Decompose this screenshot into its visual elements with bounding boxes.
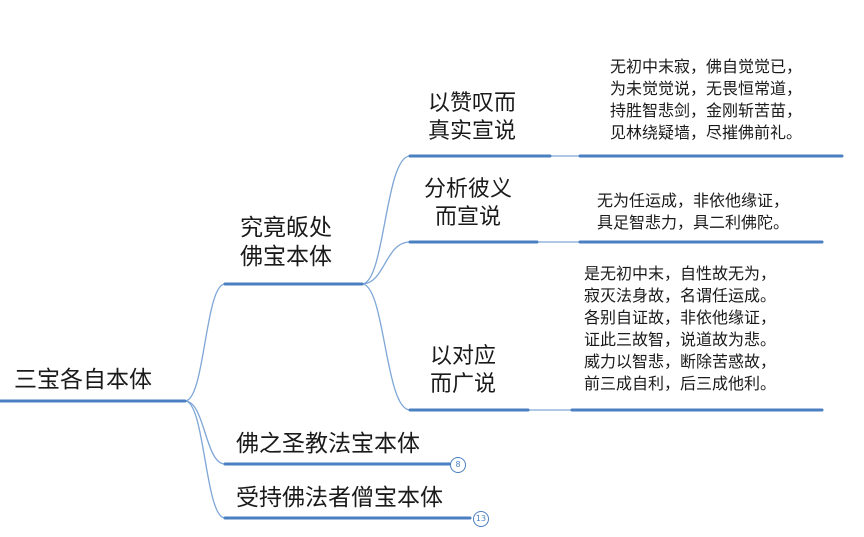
- link-root-sangha: [184, 400, 226, 519]
- dharma-label: 佛之圣教法宝本体: [236, 431, 420, 457]
- verse-line: 证此三故智，说道故为悲。: [584, 330, 777, 349]
- analysis-label-line1: 分析彼义: [424, 177, 513, 202]
- praise-label-line1: 以赞叹而: [428, 91, 517, 116]
- verse-line: 寂灭法身故，名谓任运成。: [584, 286, 777, 305]
- verse-line: 具足智悲力，具二利佛陀。: [597, 213, 790, 232]
- dharma-node[interactable]: 佛之圣教法宝本体: [236, 430, 420, 459]
- extensive-label-line2: 而广说: [430, 371, 497, 397]
- extensive-verse[interactable]: 是无初中末，自性故无为， 寂灭法身故，名谓任运成。 各别自证故，非依他缘证， 证…: [584, 263, 776, 395]
- verse-line: 各别自证故，非依他缘证，: [584, 308, 777, 327]
- link-root-dharma: [184, 400, 226, 465]
- verse-line: 无为任运成，非依他缘证，: [597, 191, 790, 210]
- verse-line: 威力以智悲，断除苦惑故，: [584, 352, 777, 371]
- analysis-label-line2: 而宣说: [435, 204, 502, 230]
- extensive-node[interactable]: 以对应 而广说: [430, 343, 496, 398]
- buddha-node[interactable]: 究竟皈处 佛宝本体: [240, 214, 332, 272]
- dharma-count-badge[interactable]: 8: [450, 457, 466, 473]
- analysis-node[interactable]: 分析彼义 而宣说: [424, 176, 512, 231]
- praise-node[interactable]: 以赞叹而 真实宣说: [428, 90, 516, 145]
- verse-line: 无初中末寂，佛自觉觉已，: [610, 57, 803, 76]
- verse-line: 持胜智悲剑，金刚斩苦苗，: [610, 101, 803, 120]
- verse-line: 为未觉觉说，无畏恒常道，: [610, 79, 803, 98]
- verse-line: 前三成自利，后三成他利。: [584, 374, 777, 393]
- verse-line: 见林绕疑墙，尽摧佛前礼。: [610, 123, 803, 142]
- praise-verse[interactable]: 无初中末寂，佛自觉觉已， 为未觉觉说，无畏恒常道， 持胜智悲剑，金刚斩苦苗， 见…: [610, 56, 802, 144]
- verse-line: 是无初中末，自性故无为，: [584, 264, 777, 283]
- link-buddha-praise: [361, 155, 411, 285]
- link-buddha-extensive: [361, 283, 411, 411]
- sangha-count-badge[interactable]: 13: [473, 511, 489, 527]
- extensive-label-line1: 以对应: [430, 344, 497, 369]
- root-label: 三宝各自本体: [14, 367, 152, 393]
- buddha-label-line2: 佛宝本体: [240, 243, 332, 270]
- link-buddha-analysis: [361, 241, 411, 285]
- sangha-label: 受持佛法者僧宝本体: [236, 485, 443, 511]
- root-node[interactable]: 三宝各自本体: [14, 366, 152, 395]
- analysis-verse[interactable]: 无为任运成，非依他缘证， 具足智悲力，具二利佛陀。: [597, 190, 789, 234]
- link-root-buddha: [184, 283, 226, 402]
- sangha-node[interactable]: 受持佛法者僧宝本体: [236, 484, 443, 513]
- buddha-label-line1: 究竟皈处: [240, 215, 332, 241]
- praise-label-line2: 真实宣说: [428, 118, 517, 144]
